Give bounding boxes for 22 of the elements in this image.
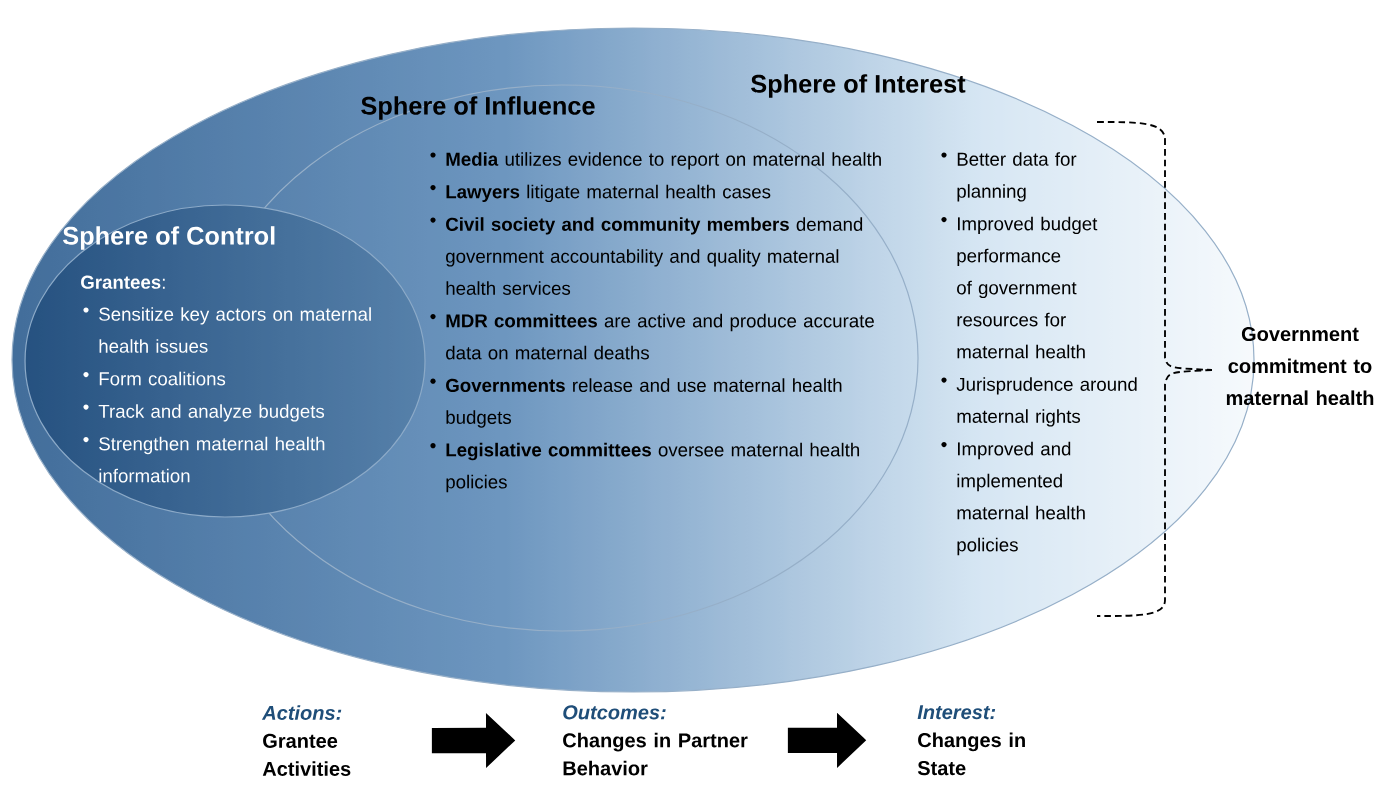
sphere-heading: Sphere of Interest	[751, 74, 966, 98]
bracket-label: Government commitment to maternal health	[1226, 326, 1374, 406]
step-text: Changes in Partner Behavior	[563, 732, 748, 776]
list-item: Jurisprudence around maternal rights	[941, 377, 1137, 427]
list-item: Improved budget performance of government resources for maternal health	[941, 216, 1098, 359]
list-item: Form coalitions	[83, 371, 226, 386]
list-item: Sensitize key actors on maternal health issues	[83, 307, 371, 353]
list-item: Media utilizes evidence to report on maternal health	[430, 152, 881, 170]
list-item: Better data for planning	[941, 152, 1077, 202]
list-item: Strengthen maternal health information	[83, 436, 325, 483]
step-heading: Actions:	[261, 705, 342, 720]
list-item: Lawyers litigate maternal health cases	[430, 184, 771, 203]
group-heading: Grantees:	[81, 275, 165, 289]
list-item: Improved and implemented maternal health policies	[941, 441, 1085, 556]
step-heading: Interest:	[917, 705, 996, 720]
sphere-heading: Sphere of Influence	[361, 96, 595, 120]
sphere-heading: Sphere of Control	[63, 226, 275, 250]
list-item: Legislative committees oversee maternal health policies	[430, 442, 860, 493]
step-heading: Outcomes:	[563, 705, 666, 720]
list-item: Track and analyze budgets	[83, 404, 325, 422]
step-text: Changes in State	[917, 732, 1025, 776]
step-text: Grantee Activities	[262, 733, 351, 776]
